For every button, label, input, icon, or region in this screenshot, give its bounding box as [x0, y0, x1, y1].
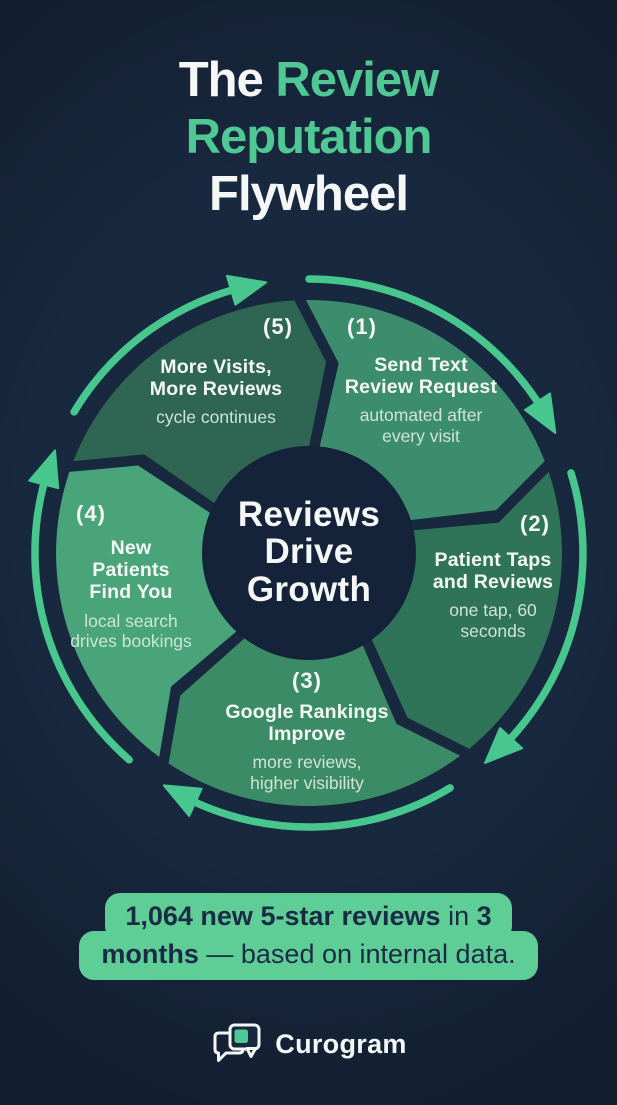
- stat-line2-regular: — based on internal data.: [198, 939, 516, 970]
- segment-2-title: Patient Taps and Reviews: [432, 549, 554, 594]
- brand-lockup: Curogram: [0, 1022, 617, 1066]
- stat-line1-bold2: 3: [476, 901, 492, 931]
- segment-1-title: Send Text Review Request: [344, 354, 498, 399]
- segment-2-number: (2): [520, 511, 550, 536]
- ring-arc-2: [305, 275, 554, 427]
- ring-arrowhead-2: [524, 392, 557, 434]
- segment-3-number: (3): [292, 668, 322, 693]
- segment-1-number: (1): [347, 314, 377, 339]
- flywheel-diagram: [28, 274, 587, 831]
- segment-3-subtitle: more reviews, higher visibility: [250, 752, 364, 793]
- segment-4-label: New Patients Find You local search drive…: [51, 537, 211, 652]
- stat-callout: 1,064 new 5-star reviews in 3 months — b…: [0, 893, 617, 980]
- segment-3-label: Google Rankings Improve more reviews, hi…: [197, 701, 417, 793]
- brand-name: Curogram: [275, 1028, 407, 1059]
- title-the: The: [178, 53, 276, 107]
- segment-2-label: Patient Taps and Reviews one tap, 60 sec…: [413, 549, 573, 641]
- segment-3-title: Google Rankings Improve: [225, 701, 389, 746]
- segment-5-number: (5): [263, 314, 293, 339]
- hub-label: Reviews Drive Growth: [237, 495, 381, 609]
- segment-2-subtitle: one tap, 60 seconds: [449, 600, 537, 641]
- segment-5-title: More Visits, More Reviews: [149, 356, 283, 401]
- title-review: Review: [275, 53, 439, 107]
- ring-arrowhead-5: [28, 449, 60, 490]
- ring-arrowhead-3: [484, 727, 524, 764]
- stat-line-2: months — based on internal data.: [79, 931, 538, 980]
- hub-circle: [202, 446, 416, 660]
- title-line-2: Reputation: [185, 110, 433, 164]
- segment-5-subtitle: cycle continues: [156, 407, 276, 428]
- ring-arrowhead-4: [162, 784, 203, 817]
- chat-bubbles-icon: [213, 1023, 261, 1062]
- ring-arrowhead-1: [225, 274, 268, 306]
- ring-arc-1: [70, 280, 259, 416]
- segment-1-subtitle: automated after every visit: [359, 405, 483, 446]
- stat-line1-regular: in: [440, 901, 477, 931]
- page-title: The Review Reputation Flywheel: [0, 52, 617, 223]
- segment-4-title: New Patients Find You: [89, 537, 173, 604]
- ring-arc-3: [490, 469, 587, 759]
- title-line-1: The Review: [0, 52, 617, 109]
- segment-4-subtitle: local search drives bookings: [70, 610, 192, 652]
- ring-arc-4: [170, 784, 454, 831]
- segment-4-number: (4): [76, 501, 106, 526]
- flywheel-segment-3-shape: [168, 611, 461, 806]
- segment-5-label: More Visits, More Reviews cycle continue…: [116, 356, 316, 428]
- ring-arc-5: [31, 457, 133, 764]
- stat-line1-bold: 1,064 new 5-star reviews: [125, 901, 441, 931]
- segment-1-label: Send Text Review Request automated after…: [326, 354, 516, 446]
- title-line-3: Flywheel: [209, 167, 409, 221]
- stat-line2-bold: months: [101, 939, 199, 970]
- front-bubble-tail: [245, 1047, 258, 1058]
- green-square: [234, 1029, 249, 1043]
